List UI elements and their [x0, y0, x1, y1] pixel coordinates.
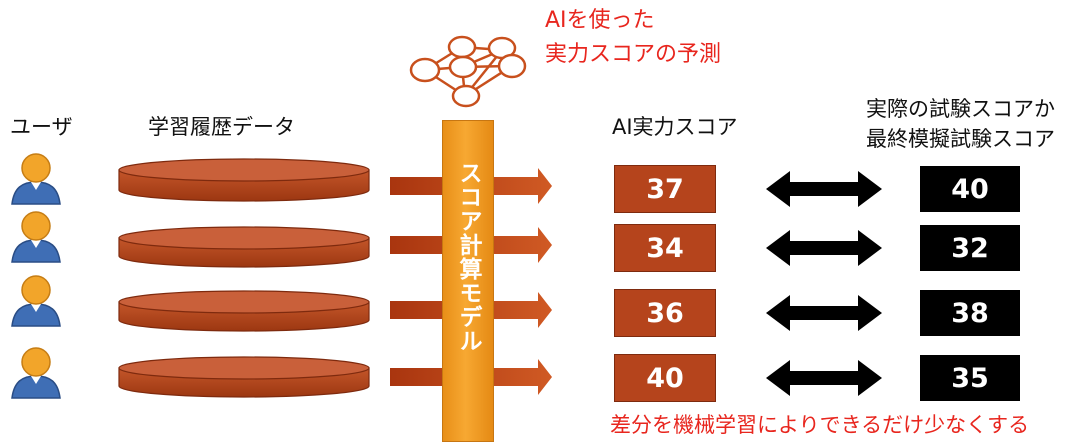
- ai-caption-line2: 実力スコアの予測: [545, 42, 722, 67]
- real-score-box: 35: [920, 355, 1020, 401]
- real-score-header-line2: 最終模擬試験スコア: [866, 127, 1055, 151]
- history-disk: [118, 290, 370, 332]
- score-model-bar: スコア計算モデル: [442, 120, 494, 442]
- ai-score-header: AI実力スコア: [612, 115, 738, 139]
- history-disk: [118, 158, 370, 202]
- user-icon: [11, 153, 61, 205]
- score-model-label: スコア計算モデル: [455, 161, 481, 353]
- ai-score-box: 40: [614, 354, 716, 402]
- double-arrow-icon: [766, 295, 882, 331]
- real-score-box: 32: [920, 225, 1020, 271]
- double-arrow-icon: [766, 171, 882, 207]
- ai-score-box: 37: [614, 165, 716, 213]
- ai-prediction-caption: AIを使った 実力スコアの予測: [545, 4, 721, 72]
- user-icon: [11, 275, 61, 327]
- history-disks: [118, 158, 370, 398]
- user-icon: [11, 211, 61, 263]
- double-arrow-icon: [766, 360, 882, 396]
- user-icons: [11, 153, 61, 399]
- real-score-header-line1: 実際の試験スコアか: [866, 97, 1055, 121]
- ai-score-box: 34: [614, 224, 716, 272]
- double-arrow-icon: [766, 230, 882, 266]
- real-score-box: 38: [920, 290, 1020, 336]
- history-disk: [118, 356, 370, 398]
- ai-caption-line1: AIを使った: [545, 8, 655, 33]
- real-score-header: 実際の試験スコアか 最終模擬試験スコア: [866, 94, 1055, 154]
- ai-score-box: 36: [614, 289, 716, 337]
- real-score-box: 40: [920, 166, 1020, 212]
- bottom-caption: 差分を機械学習によりできるだけ少なくする: [610, 413, 1030, 437]
- user-icon: [11, 347, 61, 399]
- history-header: 学習履歴データ: [148, 115, 295, 139]
- history-disk: [118, 226, 370, 268]
- neural-network-icon: [409, 35, 527, 108]
- compare-arrows: [766, 171, 882, 396]
- users-header: ユーザ: [10, 115, 73, 139]
